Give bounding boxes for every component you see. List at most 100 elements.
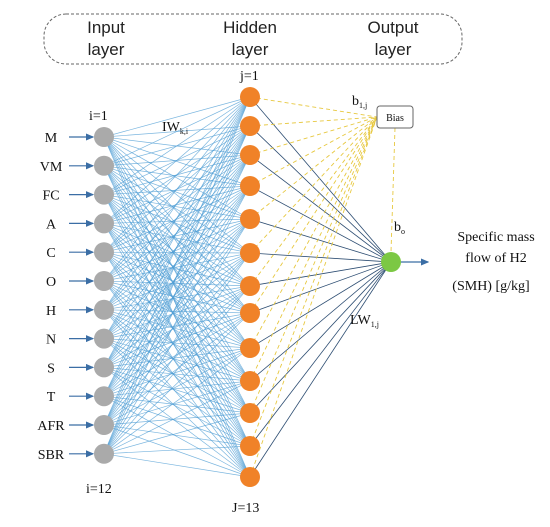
hidden-node bbox=[240, 87, 260, 107]
input-label: N bbox=[46, 333, 56, 348]
weight-line-ih bbox=[103, 347, 251, 368]
weight-line-ho bbox=[249, 96, 392, 263]
weight-line-ih bbox=[103, 223, 251, 447]
weight-line-ih bbox=[103, 185, 251, 311]
weight-line-ih bbox=[103, 218, 251, 282]
hidden-node bbox=[240, 436, 260, 456]
weight-line-ih bbox=[103, 165, 251, 349]
input-node bbox=[94, 184, 114, 205]
label-j-first: j=1 bbox=[239, 69, 259, 84]
output-text-line3: (SMH) [g/kg] bbox=[452, 279, 529, 294]
weight-line-ih bbox=[103, 194, 251, 382]
weight-line-ih bbox=[103, 285, 251, 397]
weight-line-ih bbox=[103, 185, 251, 368]
bias-line bbox=[249, 116, 378, 314]
weight-line-ih bbox=[103, 185, 251, 397]
weight-line-ih bbox=[103, 96, 251, 224]
weight-line-ho bbox=[249, 218, 392, 263]
weight-line-ih bbox=[103, 96, 251, 195]
weight-line-ih bbox=[103, 96, 251, 397]
weight-line-ih bbox=[103, 165, 251, 287]
input-node bbox=[94, 443, 114, 464]
input-nodes bbox=[94, 127, 114, 464]
weight-line-ho bbox=[249, 261, 392, 349]
input-label: H bbox=[46, 304, 56, 319]
bias-line bbox=[249, 116, 378, 187]
weight-line-ih bbox=[103, 424, 251, 447]
weight-line-ih bbox=[103, 96, 251, 454]
weight-line-ih bbox=[103, 194, 251, 220]
weight-line-ih bbox=[103, 285, 251, 339]
weight-line-ih bbox=[103, 96, 251, 368]
input-label: S bbox=[47, 361, 55, 376]
input-node bbox=[94, 271, 114, 291]
input-arrows bbox=[69, 133, 95, 458]
header-input-line1: Input bbox=[87, 18, 125, 37]
weight-line-ih bbox=[103, 312, 251, 397]
weight-line-ih bbox=[103, 412, 251, 426]
weight-line-ih bbox=[103, 285, 251, 368]
weight-line-ih bbox=[103, 445, 251, 455]
input-label: FC bbox=[42, 189, 59, 204]
weight-line-ih bbox=[103, 309, 251, 314]
weight-line-ih bbox=[103, 252, 251, 368]
label-bo: bo bbox=[394, 220, 405, 236]
bias-line bbox=[249, 96, 378, 118]
weight-line-ih bbox=[103, 424, 251, 478]
weight-line-ih bbox=[103, 96, 251, 310]
hidden-node bbox=[240, 145, 260, 165]
bias-connections bbox=[249, 96, 396, 478]
weight-line-ih bbox=[103, 312, 251, 339]
weight-line-ih bbox=[103, 136, 251, 187]
bias-line bbox=[249, 116, 378, 447]
input-node bbox=[94, 386, 114, 407]
bias-line bbox=[249, 116, 378, 156]
input-label: M bbox=[45, 131, 58, 146]
hidden-node bbox=[240, 467, 260, 487]
weight-line-ih bbox=[103, 223, 251, 287]
bias-line bbox=[249, 116, 378, 414]
weight-line-ih bbox=[103, 136, 251, 314]
output-node bbox=[381, 252, 401, 272]
bias-line bbox=[249, 116, 378, 349]
hidden-node bbox=[240, 176, 260, 196]
weight-line-ih bbox=[103, 218, 251, 368]
weight-line-ih bbox=[103, 165, 251, 254]
output-text-line2: flow of H2 bbox=[465, 251, 526, 266]
weight-line-ho bbox=[249, 261, 392, 478]
weight-line-ih bbox=[103, 185, 251, 253]
header-input-line2: layer bbox=[88, 40, 125, 59]
input-hidden-weights bbox=[103, 96, 251, 478]
label-j-last: J=13 bbox=[232, 501, 259, 516]
weight-line-ih bbox=[103, 280, 251, 314]
weight-line-ih bbox=[103, 185, 251, 426]
input-node bbox=[94, 155, 114, 176]
weight-line-ih bbox=[103, 218, 251, 454]
weight-line-ih bbox=[103, 218, 251, 224]
label-i-last: i=12 bbox=[86, 482, 112, 497]
input-node bbox=[94, 242, 114, 263]
weight-line-ih bbox=[103, 96, 251, 253]
hidden-output-weights bbox=[249, 96, 392, 478]
weight-line-ih bbox=[103, 412, 251, 455]
label-lw: LW1,j bbox=[350, 313, 379, 329]
weight-line-ih bbox=[103, 252, 251, 478]
weight-line-ih bbox=[103, 96, 251, 138]
output-text-line1: Specific mass bbox=[457, 230, 534, 245]
weight-line-ih bbox=[103, 252, 251, 339]
weight-line-ih bbox=[103, 285, 251, 426]
input-node bbox=[94, 299, 114, 320]
input-label: T bbox=[47, 390, 56, 405]
weight-line-ih bbox=[103, 154, 251, 454]
weight-line-ih bbox=[103, 165, 251, 314]
weight-line-ih bbox=[103, 347, 251, 397]
weight-line-ih bbox=[103, 96, 251, 339]
bias-line bbox=[249, 116, 378, 220]
weight-line-ih bbox=[103, 312, 251, 368]
weight-line-ih bbox=[103, 218, 251, 253]
weight-line-ho bbox=[249, 261, 392, 382]
weight-line-ih bbox=[103, 380, 251, 426]
input-node bbox=[94, 127, 114, 147]
